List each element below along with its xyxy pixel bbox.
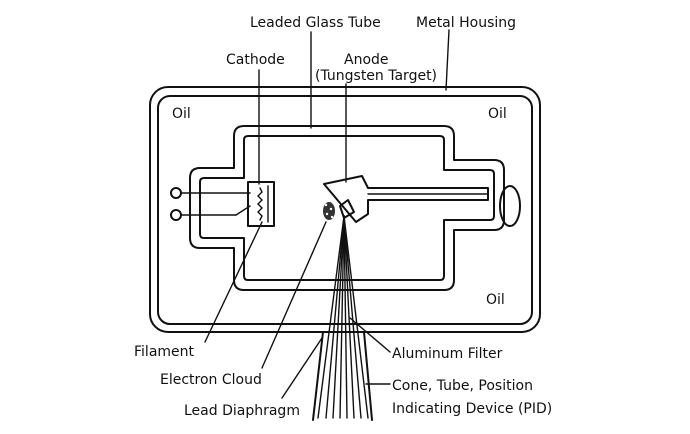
leaded-glass-tube bbox=[189, 125, 505, 291]
label-oil-bottom-right: Oil bbox=[486, 292, 505, 308]
anode-terminal bbox=[499, 185, 521, 227]
cathode-cup bbox=[247, 181, 275, 227]
label-oil-top-right: Oil bbox=[488, 106, 507, 122]
label-oil-top-left: Oil bbox=[172, 106, 191, 122]
anode-block bbox=[323, 175, 489, 223]
label-leaded-glass-tube: Leaded Glass Tube bbox=[250, 15, 381, 31]
metal-housing-outer bbox=[149, 86, 541, 333]
terminal-top bbox=[170, 187, 182, 199]
xray-beam bbox=[317, 215, 369, 419]
anode-assembly bbox=[323, 175, 521, 227]
cathode-assembly bbox=[247, 181, 275, 227]
leader-metal-housing bbox=[445, 29, 450, 91]
leader-lines bbox=[204, 29, 450, 399]
terminal-bottom bbox=[170, 209, 182, 221]
cathode-terminals bbox=[170, 187, 251, 221]
leader-filament bbox=[204, 221, 263, 343]
pid-left-wall bbox=[312, 331, 324, 421]
label-anode: Anode bbox=[344, 52, 389, 68]
glass-tube-outer bbox=[189, 125, 505, 291]
filament-coil bbox=[257, 187, 263, 221]
label-cone-tube-pid-line1: Cone, Tube, Position bbox=[392, 378, 533, 394]
tungsten-target bbox=[339, 199, 355, 219]
pid-cone bbox=[312, 331, 373, 421]
label-metal-housing: Metal Housing bbox=[416, 15, 516, 31]
electron-cloud-blob bbox=[323, 202, 335, 220]
leader-aluminum-filter bbox=[349, 317, 391, 353]
labels: Leaded Glass Tube Metal Housing Cathode … bbox=[134, 15, 552, 419]
label-aluminum-filter: Aluminum Filter bbox=[392, 346, 503, 362]
electron-cloud bbox=[323, 202, 335, 220]
label-cathode: Cathode bbox=[226, 52, 285, 68]
label-cone-tube-pid-line2: Indicating Device (PID) bbox=[392, 401, 552, 417]
leader-electron-cloud bbox=[261, 221, 327, 369]
label-tungsten-target: (Tungsten Target) bbox=[315, 68, 437, 84]
pid-right-wall bbox=[363, 331, 373, 421]
glass-tube-inner bbox=[199, 135, 495, 281]
label-lead-diaphragm: Lead Diaphragm bbox=[184, 403, 300, 419]
label-electron-cloud: Electron Cloud bbox=[160, 372, 262, 388]
label-filament: Filament bbox=[134, 344, 195, 360]
leader-lead-diaphragm bbox=[281, 337, 323, 399]
